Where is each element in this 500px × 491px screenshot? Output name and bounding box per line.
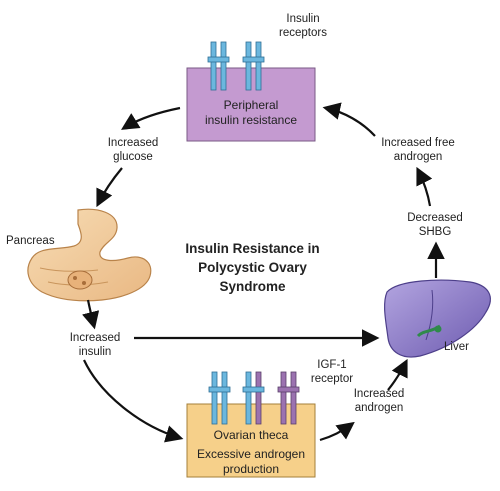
ovarian-line-1: Ovarian theca — [213, 428, 289, 442]
pancreas-label: Pancreas — [6, 234, 66, 248]
insulin-receptors-line-2: receptors — [279, 27, 327, 39]
ovarian-line-2: Excessive androgen — [196, 447, 306, 461]
increased-free-androgen-label: Increased free androgen — [372, 136, 464, 164]
title-line-1: Insulin Resistance in — [185, 241, 320, 256]
insulin-receptor-icon — [207, 41, 230, 91]
insulin-receptors-label: Insulin receptors — [268, 12, 338, 40]
insulin-receptor-icon — [208, 371, 231, 425]
increased-androgen-line-1: Increased — [353, 388, 405, 400]
decreased-shbg-line-2: SHBG — [418, 226, 452, 238]
increased-androgen-label: Increased androgen — [344, 387, 414, 415]
insulin-receptors-line-1: Insulin — [286, 13, 320, 25]
increased-androgen-line-2: androgen — [354, 402, 404, 414]
peripheral-line-2: insulin resistance — [204, 113, 298, 127]
peripheral-line-1: Peripheral — [223, 98, 279, 112]
igf1-receptor-line-2: receptor — [310, 373, 354, 385]
increased-insulin-line-2: insulin — [78, 346, 112, 358]
increased-glucose-line-1: Increased — [107, 137, 159, 149]
title-line-3: Syndrome — [219, 279, 286, 294]
arrow-pancreas-to-insulin — [82, 299, 100, 330]
increased-glucose-line-2: glucose — [113, 151, 153, 163]
diagram-title: Insulin Resistance in Polycystic Ovary S… — [170, 239, 335, 296]
title-line-2: Polycystic Ovary — [198, 260, 307, 275]
increased-free-androgen-line-2: androgen — [393, 151, 443, 163]
arrow-ovarian-to-androgen — [319, 421, 355, 442]
liver-icon — [383, 279, 491, 358]
increased-glucose-label: Increased glucose — [98, 136, 168, 164]
decreased-shbg-line-1: Decreased — [407, 212, 463, 224]
pancreas-icon — [27, 208, 152, 302]
igf1-receptor-line-1: IGF-1 — [317, 359, 347, 371]
igf1-receptor-icon — [277, 371, 300, 425]
liver-text: Liver — [444, 341, 469, 353]
increased-insulin-label: Increased insulin — [62, 331, 128, 359]
increased-free-androgen-line-1: Increased free — [381, 137, 455, 149]
igf1-receptor-label: IGF-1 receptor — [304, 358, 360, 386]
peripheral-resistance-label: Peripheral insulin resistance — [187, 98, 315, 128]
arrow-androgen-to-liver — [387, 358, 408, 391]
arrow-insulin-to-ovarian — [83, 359, 184, 443]
insulin-receptor-icon — [242, 41, 265, 91]
liver-label: Liver — [444, 340, 484, 354]
pancreas-text: Pancreas — [6, 235, 55, 247]
ovarian-line-3: production — [222, 462, 280, 476]
increased-insulin-line-1: Increased — [69, 332, 121, 344]
arrow-free-androgen-to-peripheral — [322, 102, 376, 137]
arrow-peripheral-to-glucose — [121, 106, 181, 130]
decreased-shbg-label: Decreased SHBG — [400, 211, 470, 239]
ovarian-theca-label: Ovarian theca Excessive androgen product… — [187, 428, 315, 477]
arrow-shbg-to-free-androgen — [416, 166, 433, 207]
arrow-glucose-to-pancreas — [96, 167, 123, 208]
hybrid-receptor-icon — [242, 371, 265, 425]
